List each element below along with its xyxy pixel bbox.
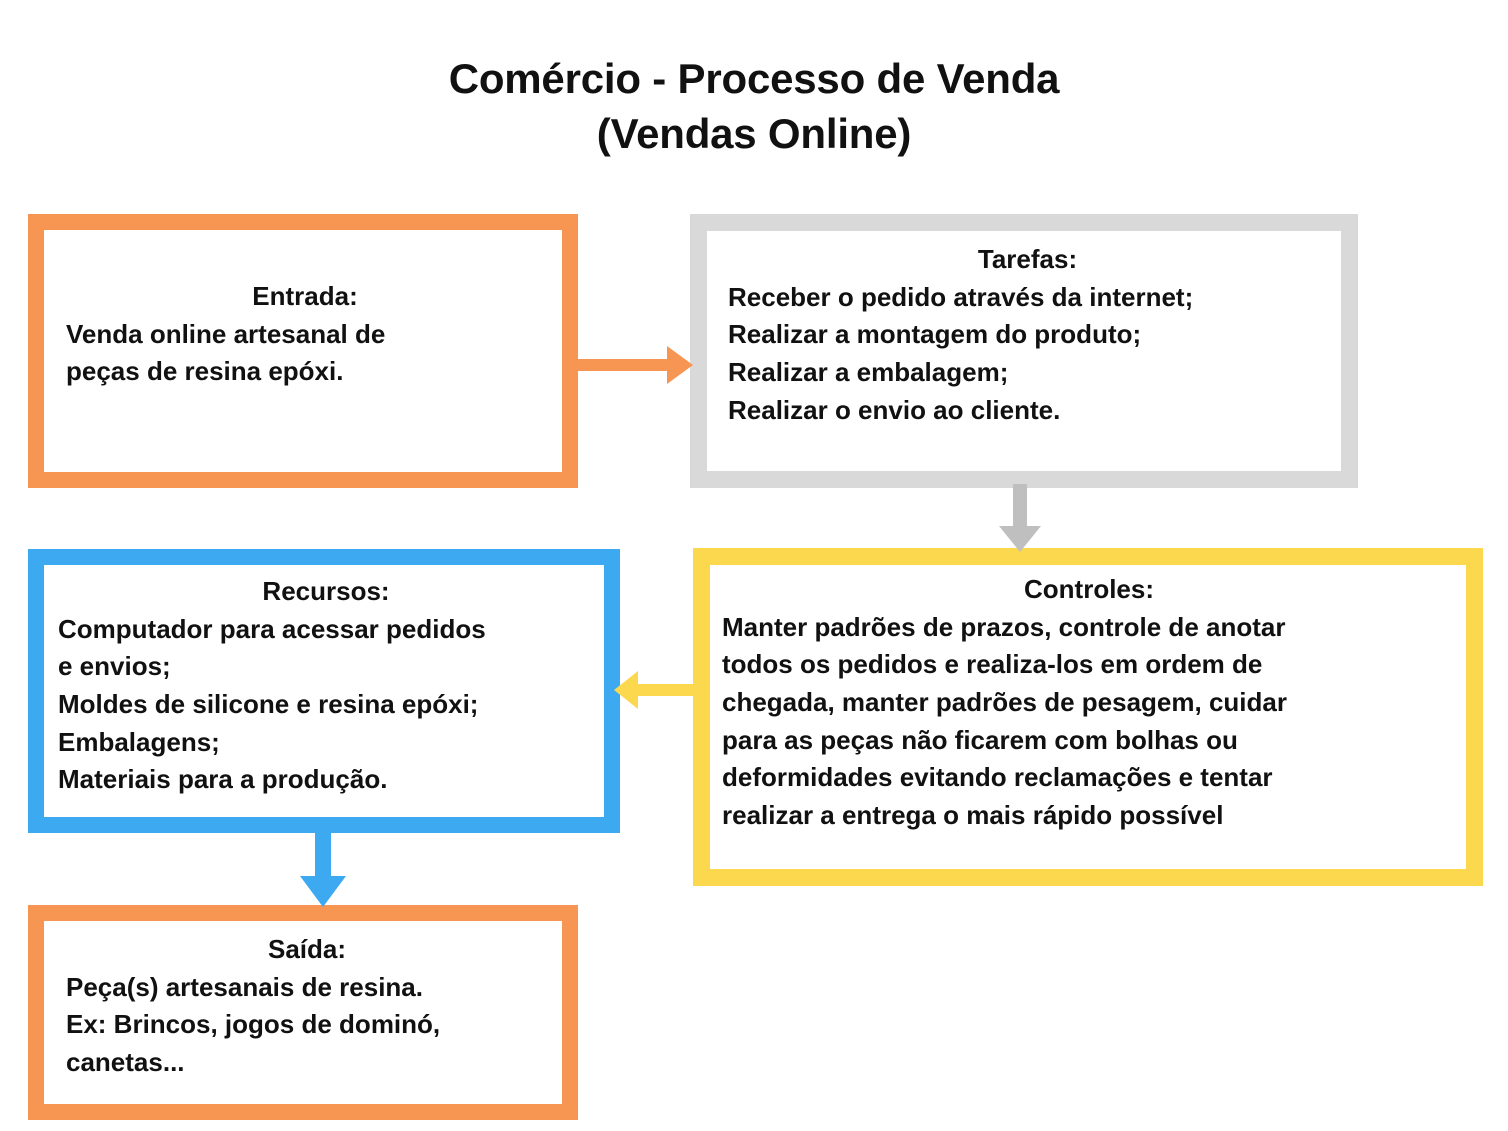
- box-recursos-line-4: Embalagens;: [58, 726, 220, 757]
- box-controles-line-3: chegada, manter padrões de pesagem, cuid…: [722, 687, 1287, 718]
- box-saida-line-2: Ex: Brincos, jogos de dominó,: [66, 1009, 441, 1040]
- box-tarefas-line-2: Realizar a montagem do produto;: [728, 319, 1142, 350]
- box-entrada-inner: Entrada: Venda online artesanal de peças…: [44, 230, 562, 472]
- box-entrada-text: Entrada: Venda online artesanal de peças…: [44, 278, 562, 391]
- box-controles-line-5: deformidades evitando reclamações e tent…: [722, 762, 1273, 793]
- arrow-down-icon-recursos-to-saida: [288, 828, 358, 910]
- box-tarefas-text: Tarefas: Receber o pedido através da int…: [707, 241, 1341, 429]
- box-recursos-line-1: Computador para acessar pedidos: [58, 613, 486, 644]
- box-entrada-line-1: Venda online artesanal de: [66, 318, 386, 349]
- box-controles-heading: Controles:: [1024, 574, 1154, 604]
- box-entrada-line-2: peças de resina epóxi.: [66, 356, 344, 387]
- arrow-right-icon-entrada-to-tarefas: [575, 330, 695, 400]
- arrow-left-icon-controles-to-recursos: [612, 655, 702, 725]
- box-saida-line-1: Peça(s) artesanais de resina.: [66, 971, 423, 1002]
- box-saida: Saída: Peça(s) artesanais de resina. Ex:…: [28, 905, 578, 1120]
- box-saida-text: Saída: Peça(s) artesanais de resina. Ex:…: [44, 931, 562, 1082]
- box-recursos-line-3: Moldes de silicone e resina epóxi;: [58, 689, 479, 720]
- title-line-1: Comércio - Processo de Venda: [448, 55, 1060, 102]
- box-controles-line-2: todos os pedidos e realiza-los em ordem …: [722, 649, 1263, 680]
- box-tarefas-inner: Tarefas: Receber o pedido através da int…: [707, 231, 1341, 471]
- box-saida-line-3: canetas...: [66, 1047, 185, 1078]
- box-controles-line-6: realizar a entrega o mais rápido possíve…: [722, 800, 1224, 831]
- box-tarefas-line-4: Realizar o envio ao cliente.: [728, 394, 1061, 425]
- box-recursos-line-2: e envios;: [58, 651, 171, 682]
- title-line-2: (Vendas Online): [596, 109, 912, 157]
- box-controles-line-1: Manter padrões de prazos, controle de an…: [722, 611, 1286, 642]
- box-tarefas-heading: Tarefas:: [977, 244, 1078, 274]
- box-saida-heading: Saída:: [267, 934, 347, 964]
- box-recursos-line-5: Materiais para a produção.: [58, 764, 388, 795]
- box-tarefas-line-1: Receber o pedido através da internet;: [728, 281, 1194, 312]
- box-tarefas-line-3: Realizar a embalagem;: [728, 357, 1009, 388]
- box-controles-inner: Controles: Manter padrões de prazos, con…: [710, 565, 1466, 869]
- box-entrada-heading: Entrada:: [252, 281, 358, 311]
- box-controles: Controles: Manter padrões de prazos, con…: [693, 548, 1483, 886]
- box-tarefas: Tarefas: Receber o pedido através da int…: [690, 214, 1358, 488]
- box-entrada: Entrada: Venda online artesanal de peças…: [28, 214, 578, 488]
- box-controles-text: Controles: Manter padrões de prazos, con…: [710, 571, 1466, 835]
- arrow-down-icon-tarefas-to-controles: [985, 484, 1055, 554]
- diagram-title: Comércio - Processo de Venda (Vendas Onl…: [0, 52, 1508, 161]
- box-saida-inner: Saída: Peça(s) artesanais de resina. Ex:…: [44, 921, 562, 1104]
- box-recursos: Recursos: Computador para acessar pedido…: [28, 549, 620, 833]
- box-recursos-text: Recursos: Computador para acessar pedido…: [44, 573, 604, 799]
- box-recursos-inner: Recursos: Computador para acessar pedido…: [44, 565, 604, 817]
- box-recursos-heading: Recursos:: [262, 576, 390, 606]
- box-controles-line-4: para as peças não ficarem com bolhas ou: [722, 724, 1238, 755]
